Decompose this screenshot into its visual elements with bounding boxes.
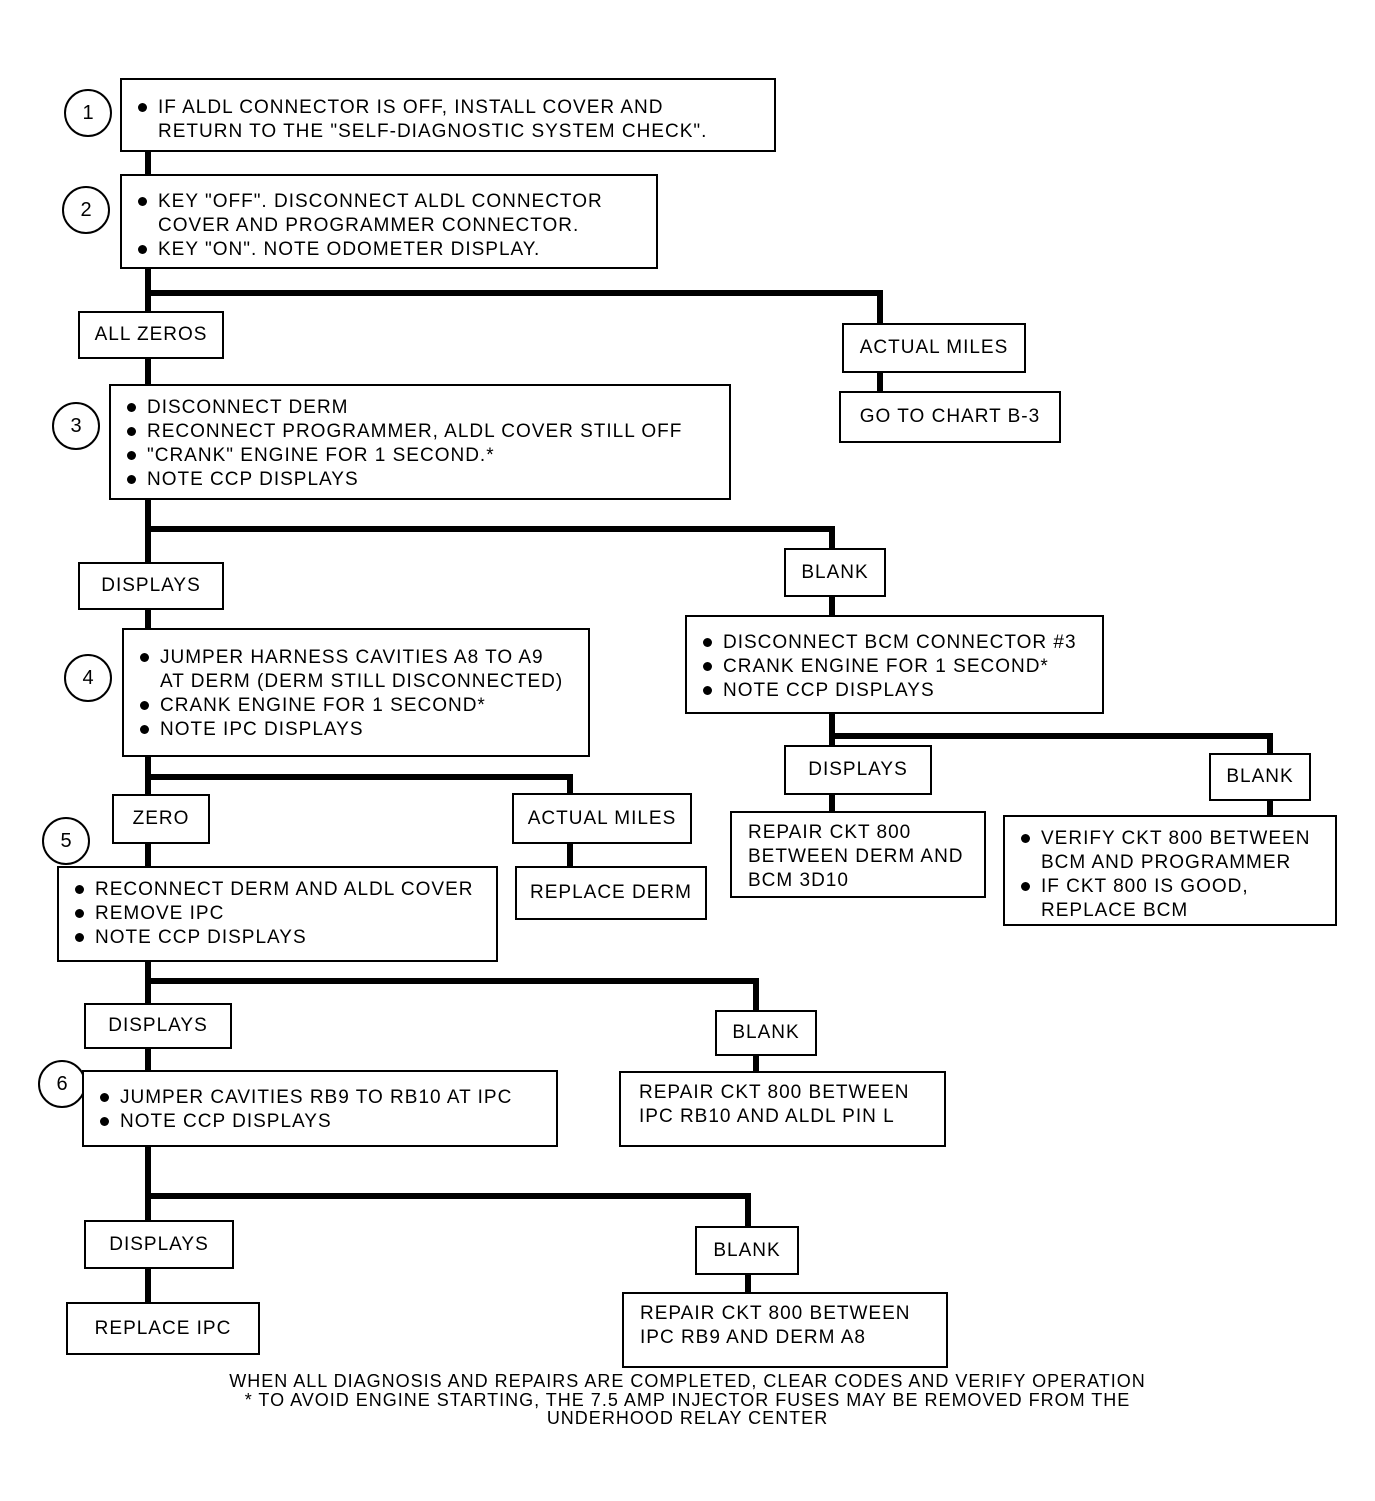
step-5-item: REMOVE IPC	[71, 902, 496, 926]
repair-derm-bcm-box: REPAIR CKT 800 BETWEEN DERM AND BCM 3D10	[730, 811, 986, 898]
step-4-item: CRANK ENGINE FOR 1 SECOND*	[136, 694, 588, 718]
repair-line: IPC RB9 AND DERM A8	[640, 1327, 866, 1348]
step-number-label: 1	[82, 101, 94, 124]
step-6-box: JUMPER CAVITIES RB9 TO RB10 AT IPC NOTE …	[82, 1070, 558, 1147]
actual-miles-label: ACTUAL MILES	[842, 323, 1026, 373]
step-5-item: NOTE CCP DISPLAYS	[71, 926, 496, 950]
repair-line: IPC RB10 AND ALDL PIN L	[639, 1106, 895, 1127]
replace-derm-box: REPLACE DERM	[515, 866, 707, 920]
repair-line: BCM 3D10	[748, 870, 849, 891]
verify-ckt-item-continued: BCM AND PROGRAMMER	[1041, 852, 1292, 873]
step-number-1: 1	[64, 89, 112, 137]
step-number-label: 4	[82, 666, 94, 689]
step-4-item: JUMPER HARNESS CAVITIES A8 TO A9	[136, 646, 588, 670]
repair-ipc-aldl-box: REPAIR CKT 800 BETWEEN IPC RB10 AND ALDL…	[619, 1071, 946, 1147]
step-3-item: "CRANK" ENGINE FOR 1 SECOND.*	[123, 444, 729, 468]
blank-label: BLANK	[695, 1226, 799, 1275]
step-1-item-continued: RETURN TO THE "SELF-DIAGNOSTIC SYSTEM CH…	[158, 121, 708, 142]
step-number-label: 3	[70, 414, 82, 437]
verify-ckt-item: IF CKT 800 IS GOOD,	[1017, 875, 1335, 899]
displays-label: DISPLAYS	[84, 1220, 234, 1269]
step-5-item: RECONNECT DERM AND ALDL COVER	[71, 878, 496, 902]
step-5-box: RECONNECT DERM AND ALDL COVER REMOVE IPC…	[57, 866, 498, 962]
blank-label: BLANK	[784, 548, 886, 597]
actual-miles-label: ACTUAL MILES	[512, 793, 692, 844]
bcm-check-item: DISCONNECT BCM CONNECTOR #3	[699, 631, 1102, 655]
step-4-item: NOTE IPC DISPLAYS	[136, 718, 588, 742]
step-2-item: KEY "OFF". DISCONNECT ALDL CONNECTOR	[134, 190, 656, 214]
repair-line: REPAIR CKT 800	[748, 822, 912, 843]
step-6-item: NOTE CCP DISPLAYS	[96, 1110, 556, 1134]
blank-label: BLANK	[715, 1010, 817, 1056]
footer-note-clear-codes: WHEN ALL DIAGNOSIS AND REPAIRS ARE COMPL…	[229, 1371, 1146, 1391]
step-6-item: JUMPER CAVITIES RB9 TO RB10 AT IPC	[96, 1086, 556, 1110]
step-number-label: 2	[80, 198, 92, 221]
step-number-label: 5	[60, 829, 72, 852]
displays-label: DISPLAYS	[84, 1003, 232, 1049]
verify-ckt-item: VERIFY CKT 800 BETWEEN	[1017, 827, 1335, 851]
step-1-box: IF ALDL CONNECTOR IS OFF, INSTALL COVER …	[120, 78, 776, 152]
step-3-box: DISCONNECT DERM RECONNECT PROGRAMMER, AL…	[109, 384, 731, 500]
repair-line: BETWEEN DERM AND	[748, 846, 964, 867]
go-to-chart-box: GO TO CHART B-3	[839, 391, 1061, 443]
verify-ckt-box: VERIFY CKT 800 BETWEEN BCM AND PROGRAMME…	[1003, 815, 1337, 926]
step-number-6: 6	[38, 1060, 86, 1108]
step-4-box: JUMPER HARNESS CAVITIES A8 TO A9 AT DERM…	[122, 628, 590, 757]
bcm-check-box: DISCONNECT BCM CONNECTOR #3 CRANK ENGINE…	[685, 615, 1104, 714]
step-number-3: 3	[52, 402, 100, 450]
repair-line: REPAIR CKT 800 BETWEEN	[639, 1082, 910, 1103]
step-number-5: 5	[42, 817, 90, 865]
zero-label: ZERO	[112, 794, 210, 844]
displays-label: DISPLAYS	[78, 562, 224, 610]
footer-note-injector-fuses: * TO AVOID ENGINE STARTING, THE 7.5 AMP …	[244, 1390, 1131, 1410]
repair-ipc-derm-box: REPAIR CKT 800 BETWEEN IPC RB9 AND DERM …	[622, 1292, 948, 1368]
bcm-check-item: NOTE CCP DISPLAYS	[699, 679, 1102, 703]
step-number-4: 4	[64, 654, 112, 702]
step-1-item: IF ALDL CONNECTOR IS OFF, INSTALL COVER …	[134, 96, 774, 120]
step-2-item-continued: COVER AND PROGRAMMER CONNECTOR.	[158, 215, 580, 236]
step-4-item-continued: AT DERM (DERM STILL DISCONNECTED)	[160, 671, 564, 692]
step-3-item: NOTE CCP DISPLAYS	[123, 468, 729, 492]
step-2-item: KEY "ON". NOTE ODOMETER DISPLAY.	[134, 238, 656, 262]
step-3-item: DISCONNECT DERM	[123, 396, 729, 420]
step-3-item: RECONNECT PROGRAMMER, ALDL COVER STILL O…	[123, 420, 729, 444]
step-number-2: 2	[62, 186, 110, 234]
all-zeros-label: ALL ZEROS	[78, 311, 224, 359]
verify-ckt-item-continued: REPLACE BCM	[1041, 900, 1189, 921]
replace-ipc-box: REPLACE IPC	[66, 1302, 260, 1355]
step-number-label: 6	[56, 1072, 68, 1095]
step-2-box: KEY "OFF". DISCONNECT ALDL CONNECTOR COV…	[120, 174, 658, 269]
footer-note-relay-center: UNDERHOOD RELAY CENTER	[546, 1408, 829, 1428]
displays-label: DISPLAYS	[784, 745, 932, 795]
repair-line: REPAIR CKT 800 BETWEEN	[640, 1303, 911, 1324]
blank-label: BLANK	[1209, 753, 1311, 801]
bcm-check-item: CRANK ENGINE FOR 1 SECOND*	[699, 655, 1102, 679]
